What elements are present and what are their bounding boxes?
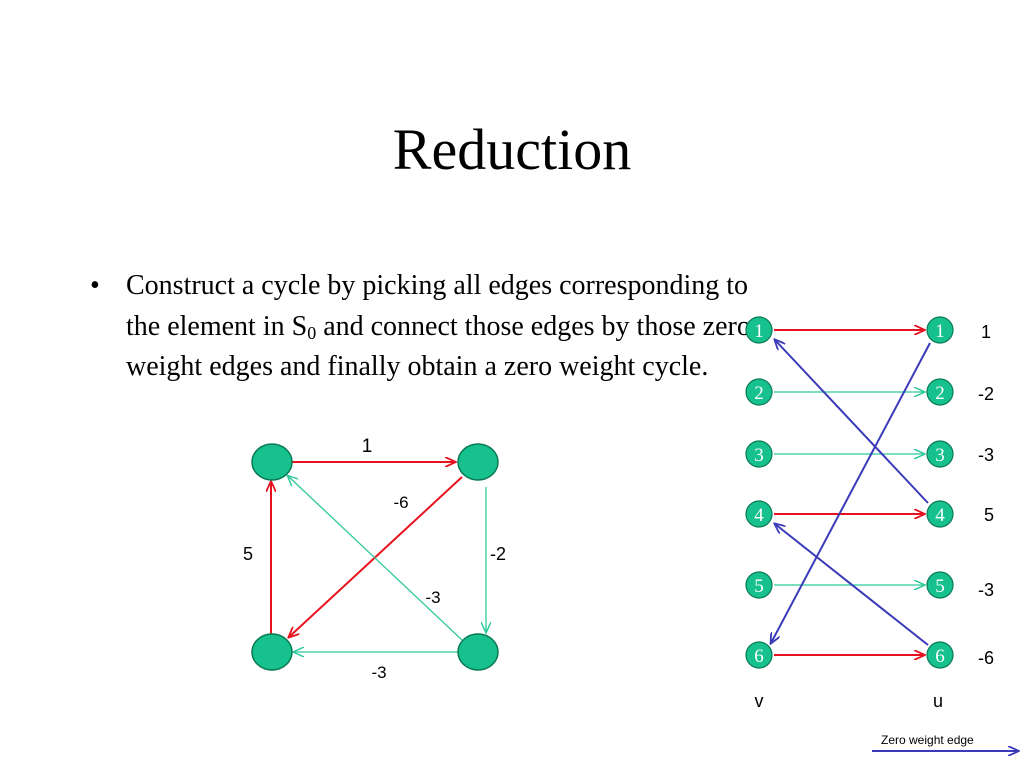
bullet-marker: • bbox=[90, 270, 100, 301]
left-node-1-label: 1 bbox=[754, 321, 764, 342]
zero-edge-u1-to-v6 bbox=[771, 342, 931, 643]
right-node-1-label: 1 bbox=[935, 321, 945, 342]
column-label-v: v bbox=[755, 691, 764, 711]
weight-6: -6 bbox=[978, 648, 994, 668]
right-node-6-label: 6 bbox=[935, 646, 945, 667]
edge-label-diagonal-teal: -3 bbox=[425, 588, 440, 607]
left-node-2: 2 bbox=[745, 378, 773, 406]
zero-edge-u6-to-v4 bbox=[775, 524, 929, 646]
right-node-5: 5 bbox=[926, 571, 954, 599]
edge-label-right: -2 bbox=[490, 544, 506, 564]
weight-4: 5 bbox=[984, 505, 994, 525]
left-node-4-label: 4 bbox=[754, 505, 764, 526]
edge-label-bottom: -3 bbox=[371, 663, 386, 682]
bullet-text-rest: and connect those edges by those zero we… bbox=[126, 310, 751, 383]
node-top-left bbox=[251, 443, 293, 481]
right-node-6: 6 bbox=[926, 641, 954, 669]
left-node-5-label: 5 bbox=[754, 576, 764, 597]
edge-diagonal-teal bbox=[288, 476, 463, 641]
weight-1: 1 bbox=[981, 322, 991, 342]
left-graph: 1 -6 5 -2 -3 -3 bbox=[243, 436, 506, 682]
left-node-2-label: 2 bbox=[754, 383, 764, 404]
left-node-3-label: 3 bbox=[754, 445, 764, 466]
right-node-2: 2 bbox=[926, 378, 954, 406]
left-node-4: 4 bbox=[745, 500, 773, 528]
edge-label-diagonal-red: -6 bbox=[393, 493, 408, 512]
left-node-3: 3 bbox=[745, 440, 773, 468]
right-node-1: 1 bbox=[926, 316, 954, 344]
node-top-right bbox=[457, 443, 499, 481]
right-node-4: 4 bbox=[926, 500, 954, 528]
bullet-text-main: Construct a cycle by picking all edges c… bbox=[126, 270, 749, 342]
right-node-3: 3 bbox=[926, 440, 954, 468]
left-node-5: 5 bbox=[745, 571, 773, 599]
right-node-4-label: 4 bbox=[935, 505, 945, 526]
right-graph: 1 2 3 4 5 6 1 2 bbox=[745, 316, 994, 711]
node-bottom-right bbox=[457, 633, 499, 671]
edge-label-top: 1 bbox=[362, 436, 373, 457]
right-node-3-label: 3 bbox=[935, 445, 945, 466]
weight-2: -2 bbox=[978, 384, 994, 404]
node-bottom-left bbox=[251, 633, 293, 671]
left-node-6: 6 bbox=[745, 641, 773, 669]
slide-title: Reduction bbox=[392, 117, 632, 182]
edge-diagonal-red bbox=[289, 476, 463, 637]
bullet-subscript: 0 bbox=[307, 322, 317, 343]
bullet-text: Construct a cycle by picking all edges c… bbox=[126, 266, 756, 388]
weight-3: -3 bbox=[978, 445, 994, 465]
edge-label-left: 5 bbox=[243, 544, 253, 564]
right-node-2-label: 2 bbox=[935, 383, 945, 404]
column-label-u: u bbox=[933, 691, 943, 711]
right-node-5-label: 5 bbox=[935, 576, 945, 597]
left-node-1: 1 bbox=[745, 316, 773, 344]
weight-5: -3 bbox=[978, 580, 994, 600]
zero-edge-u4-to-v1 bbox=[775, 340, 929, 504]
legend-label: Zero weight edge bbox=[881, 733, 974, 747]
left-node-6-label: 6 bbox=[754, 646, 764, 667]
